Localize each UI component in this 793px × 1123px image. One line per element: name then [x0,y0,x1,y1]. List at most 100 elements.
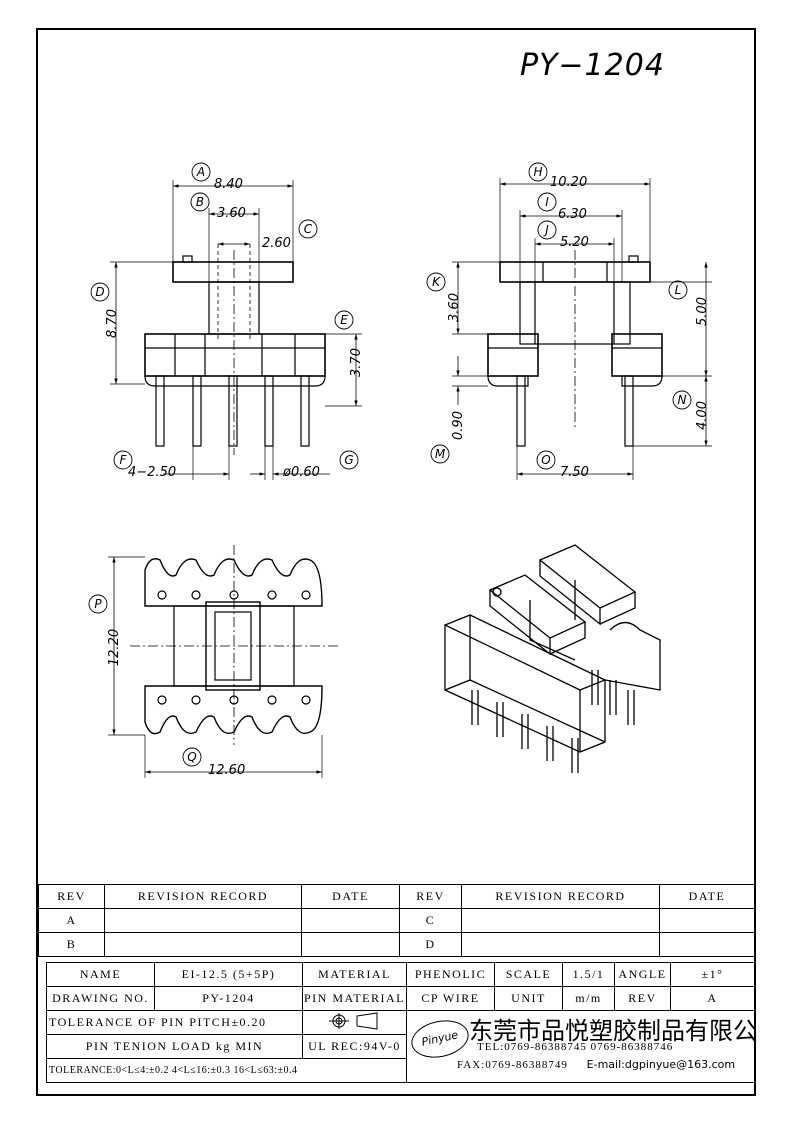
dim-K: 3.60 [446,293,462,322]
ref-letter-k: K [432,275,441,289]
ref-circle-h [528,162,548,182]
company-fax-line: FAX:0769-86388749 E-mail:dgpinyue@163.co… [457,1058,735,1071]
ref-letter-i: I [545,195,549,209]
revision-record-header-2: REVISION RECORD [461,884,660,909]
ref-circle-p [88,594,108,614]
spec-row-4: PIN TENION LOAD kg MIN UL REC:94V-0 [46,1034,755,1059]
side-view [452,178,712,480]
tolerance-bottom: TOLERANCE:0<L≤4:±0.2 4<L≤16:±0.3 16<L≤63… [46,1058,407,1083]
date-cell [659,908,755,933]
company-tel: TEL:0769-86388745 0769-86388746 [477,1041,674,1053]
dim-E: 3.70 [348,348,364,377]
front-view [110,180,362,480]
title-block: NAME EI-12.5 (5+5P) MATERIAL PHENOLIC SC… [46,962,755,1083]
dim-D: 8.70 [104,309,120,338]
rev-cell: A [38,908,105,933]
name-label: NAME [46,962,155,987]
drawing-no-label: DRAWING NO. [46,986,155,1011]
dim-A: 8.40 [214,177,243,192]
ref-circle-d [90,282,110,302]
scale-label: SCALE [494,962,563,987]
dim-C: 2.60 [262,236,291,251]
date-cell [301,908,400,933]
rev-value: A [670,986,755,1011]
revision-table: REV REVISION RECORD DATE REV REVISION RE… [38,884,755,957]
bottom-view [108,545,340,778]
spec-row-2: DRAWING NO. PY-1204 PIN MATERIAL CP WIRE… [46,986,755,1011]
material-value: PHENOLIC [406,962,495,987]
angle-label: ANGLE [614,962,671,987]
dim-H: 10.20 [550,175,588,190]
ref-letter-n: N [678,393,687,407]
dim-L: 5.00 [694,297,710,326]
record-cell [104,932,302,957]
rev-cell: C [399,908,462,933]
angle-value: ±1° [670,962,755,987]
pin-material-label: PIN MATERIAL [302,986,407,1011]
dim-M: 0.90 [450,411,466,440]
ref-letter-c: C [304,222,313,236]
ref-letter-q: Q [187,750,196,764]
drawing-border [36,28,756,1096]
material-label: MATERIAL [302,962,407,987]
date-header-2: DATE [659,884,755,909]
date-cell [301,932,400,957]
ref-circle-b [190,192,210,212]
rev-label: REV [614,986,671,1011]
isometric-view [444,544,661,773]
ref-letter-f: F [120,453,128,467]
record-cell [104,908,302,933]
unit-label: UNIT [494,986,563,1011]
pin-tension: PIN TENION LOAD kg MIN [46,1034,303,1059]
ref-letter-m: M [435,447,446,461]
ref-circle-f [113,450,133,470]
ref-letter-l: L [675,283,682,297]
date-header: DATE [301,884,400,909]
record-cell [461,932,660,957]
spec-row-5: TOLERANCE:0<L≤4:±0.2 4<L≤16:±0.3 16<L≤63… [46,1058,755,1083]
ref-circle-n [672,390,692,410]
ref-letter-o: O [541,453,550,467]
company-email: E-mail:dgpinyue@163.com [586,1058,736,1071]
drawing-no-value: PY-1204 [154,986,303,1011]
ref-circle-j [537,220,557,240]
drawing-title: PY−1204 [520,48,665,83]
dim-F: 4−2.50 [128,465,177,480]
dim-N: 4.00 [694,401,710,430]
rev-header: REV [38,884,105,909]
ref-circle-c [298,219,318,239]
ref-circle-i [537,192,557,212]
dim-I: 6.30 [558,207,587,222]
ref-circle-k [426,272,446,292]
ref-circle-o [536,450,556,470]
dim-B: 3.60 [217,206,246,221]
ref-letter-a: A [196,165,205,179]
ref-letter-h: H [533,165,542,179]
name-value: EI-12.5 (5+5P) [154,962,303,987]
ref-circle-q [182,747,202,767]
company-block: Pinyue 东莞市品悦塑胶制品有限公司 TEL:0769-86388745 0… [406,1010,755,1083]
ref-letter-e: E [340,313,348,327]
ref-circle-l [668,280,688,300]
record-cell [461,908,660,933]
company-logo: Pinyue [407,1015,473,1063]
scale-value: 1.5/1 [562,962,615,987]
ul-rec: UL REC:94V-0 [302,1034,407,1059]
ref-circle-e [334,310,354,330]
spec-row-3: TOLERANCE OF PIN PITCH±0.20 Pinyue 东莞市品悦… [46,1010,755,1083]
rev-cell: B [38,932,105,957]
tolerance-pitch: TOLERANCE OF PIN PITCH±0.20 [46,1010,303,1035]
ref-circle-g [339,450,359,470]
revision-record-header: REVISION RECORD [104,884,302,909]
company-name: 东莞市品悦塑胶制品有限公司 [469,1017,755,1045]
unit-value: m/m [562,986,615,1011]
pin-material-value: CP WIRE [406,986,495,1011]
dim-G: ø0.60 [283,465,320,480]
rev-cell: D [399,932,462,957]
rev-header-2: REV [399,884,462,909]
table-row: B D [38,932,755,957]
projection-symbol [302,1010,407,1035]
date-cell [659,932,755,957]
